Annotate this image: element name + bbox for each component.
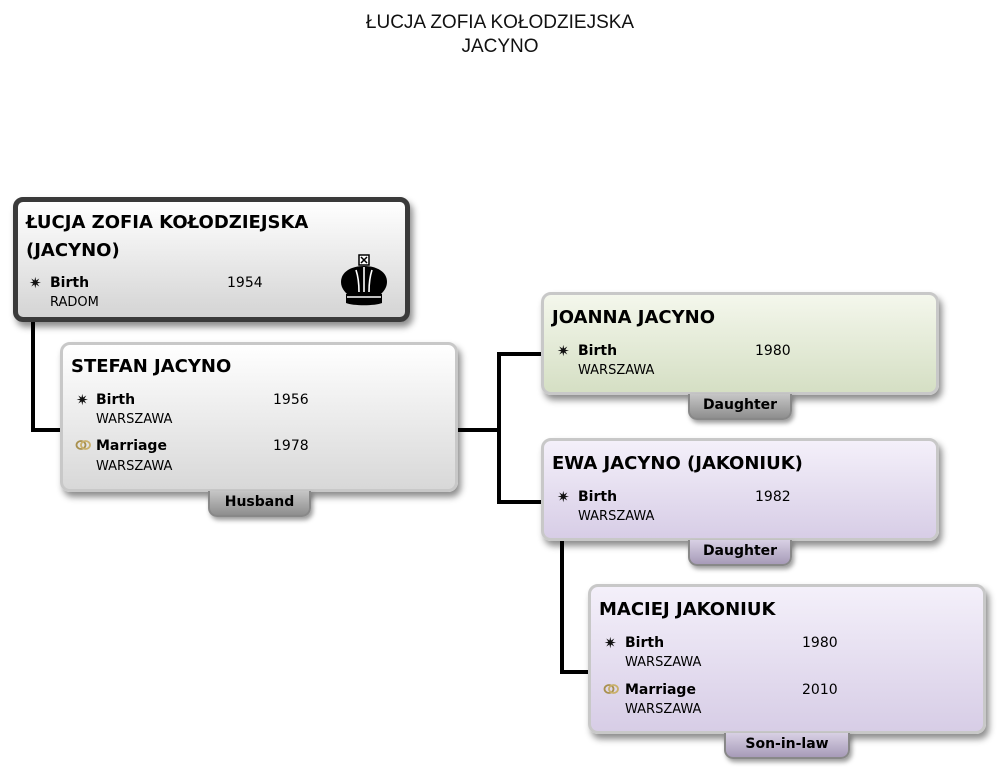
birth-label: Birth <box>578 489 618 505</box>
birth-place: WARSZAWA <box>578 363 655 378</box>
relation-badge-daughter-ewa: Daughter <box>688 540 792 566</box>
birth-place: WARSZAWA <box>578 509 655 524</box>
relation-badge-son-in-law: Son-in-law <box>724 733 850 759</box>
connector-root-to-husband <box>31 318 35 432</box>
marriage-place: WARSZAWA <box>625 702 702 717</box>
marriage-year: 2010 <box>802 682 838 698</box>
connector-root-to-husband-h <box>31 428 65 432</box>
birth-star-icon: ✷ <box>557 488 570 506</box>
birth-place: WARSZAWA <box>625 655 702 670</box>
person-name: MACIEJ JAKONIUK <box>599 599 776 620</box>
birth-star-icon: ✷ <box>29 274 42 292</box>
birth-label: Birth <box>578 343 618 359</box>
birth-year: 1956 <box>273 392 309 408</box>
birth-label: Birth <box>96 392 136 408</box>
person-card-stefan[interactable]: STEFAN JACYNO ✷ Birth 1956 WARSZAWA Marr… <box>60 342 458 492</box>
birth-year: 1982 <box>755 489 791 505</box>
wedding-rings-icon <box>603 684 619 694</box>
birth-year: 1954 <box>227 275 263 291</box>
birth-place: WARSZAWA <box>96 412 173 427</box>
birth-year: 1980 <box>802 635 838 651</box>
person-card-maciej[interactable]: MACIEJ JAKONIUK ✷ Birth 1980 WARSZAWA Ma… <box>588 584 986 734</box>
birth-year: 1980 <box>755 343 791 359</box>
connector-ewa-to-spouse <box>560 538 564 674</box>
connector-to-ewa <box>497 500 543 504</box>
birth-label: Birth <box>50 275 90 291</box>
person-name-line-1: ŁUCJA ZOFIA KOŁODZIEJSKA <box>26 212 309 233</box>
person-card-joanna[interactable]: JOANNA JACYNO ✷ Birth 1980 WARSZAWA <box>541 292 939 395</box>
person-card-ewa[interactable]: EWA JACYNO (JAKONIUK) ✷ Birth 1982 WARSZ… <box>541 438 939 541</box>
marriage-place: WARSZAWA <box>96 459 173 474</box>
birth-star-icon: ✷ <box>604 634 617 652</box>
birth-star-icon: ✷ <box>76 391 89 409</box>
relation-badge-husband: Husband <box>208 491 311 517</box>
marriage-year: 1978 <box>273 438 309 454</box>
chart-title-line-1: ŁUCJA ZOFIA KOŁODZIEJSKA <box>365 12 635 33</box>
chart-title-line-2: JACYNO <box>461 36 539 57</box>
marriage-label: Marriage <box>625 682 696 698</box>
birth-place: RADOM <box>50 295 99 310</box>
birth-label: Birth <box>625 635 665 651</box>
person-name: STEFAN JACYNO <box>71 356 232 377</box>
marriage-label: Marriage <box>96 438 167 454</box>
person-card-lucja[interactable]: ŁUCJA ZOFIA KOŁODZIEJSKA (JACYNO) ✷ Birt… <box>13 197 410 322</box>
crown-icon <box>341 254 387 306</box>
birth-star-icon: ✷ <box>557 342 570 360</box>
connector-ewa-to-spouse-h <box>560 670 592 674</box>
person-name: EWA JACYNO (JAKONIUK) <box>552 453 803 474</box>
relation-badge-daughter-joanna: Daughter <box>688 394 792 420</box>
person-name: JOANNA JACYNO <box>552 307 716 328</box>
wedding-rings-icon <box>75 440 91 450</box>
chart-title: ŁUCJA ZOFIA KOŁODZIEJSKA JACYNO <box>0 11 1000 59</box>
connector-children-vertical <box>497 352 501 504</box>
person-name-line-2: (JACYNO) <box>26 240 120 261</box>
connector-husband-to-children <box>457 428 501 432</box>
connector-to-joanna <box>497 352 543 356</box>
